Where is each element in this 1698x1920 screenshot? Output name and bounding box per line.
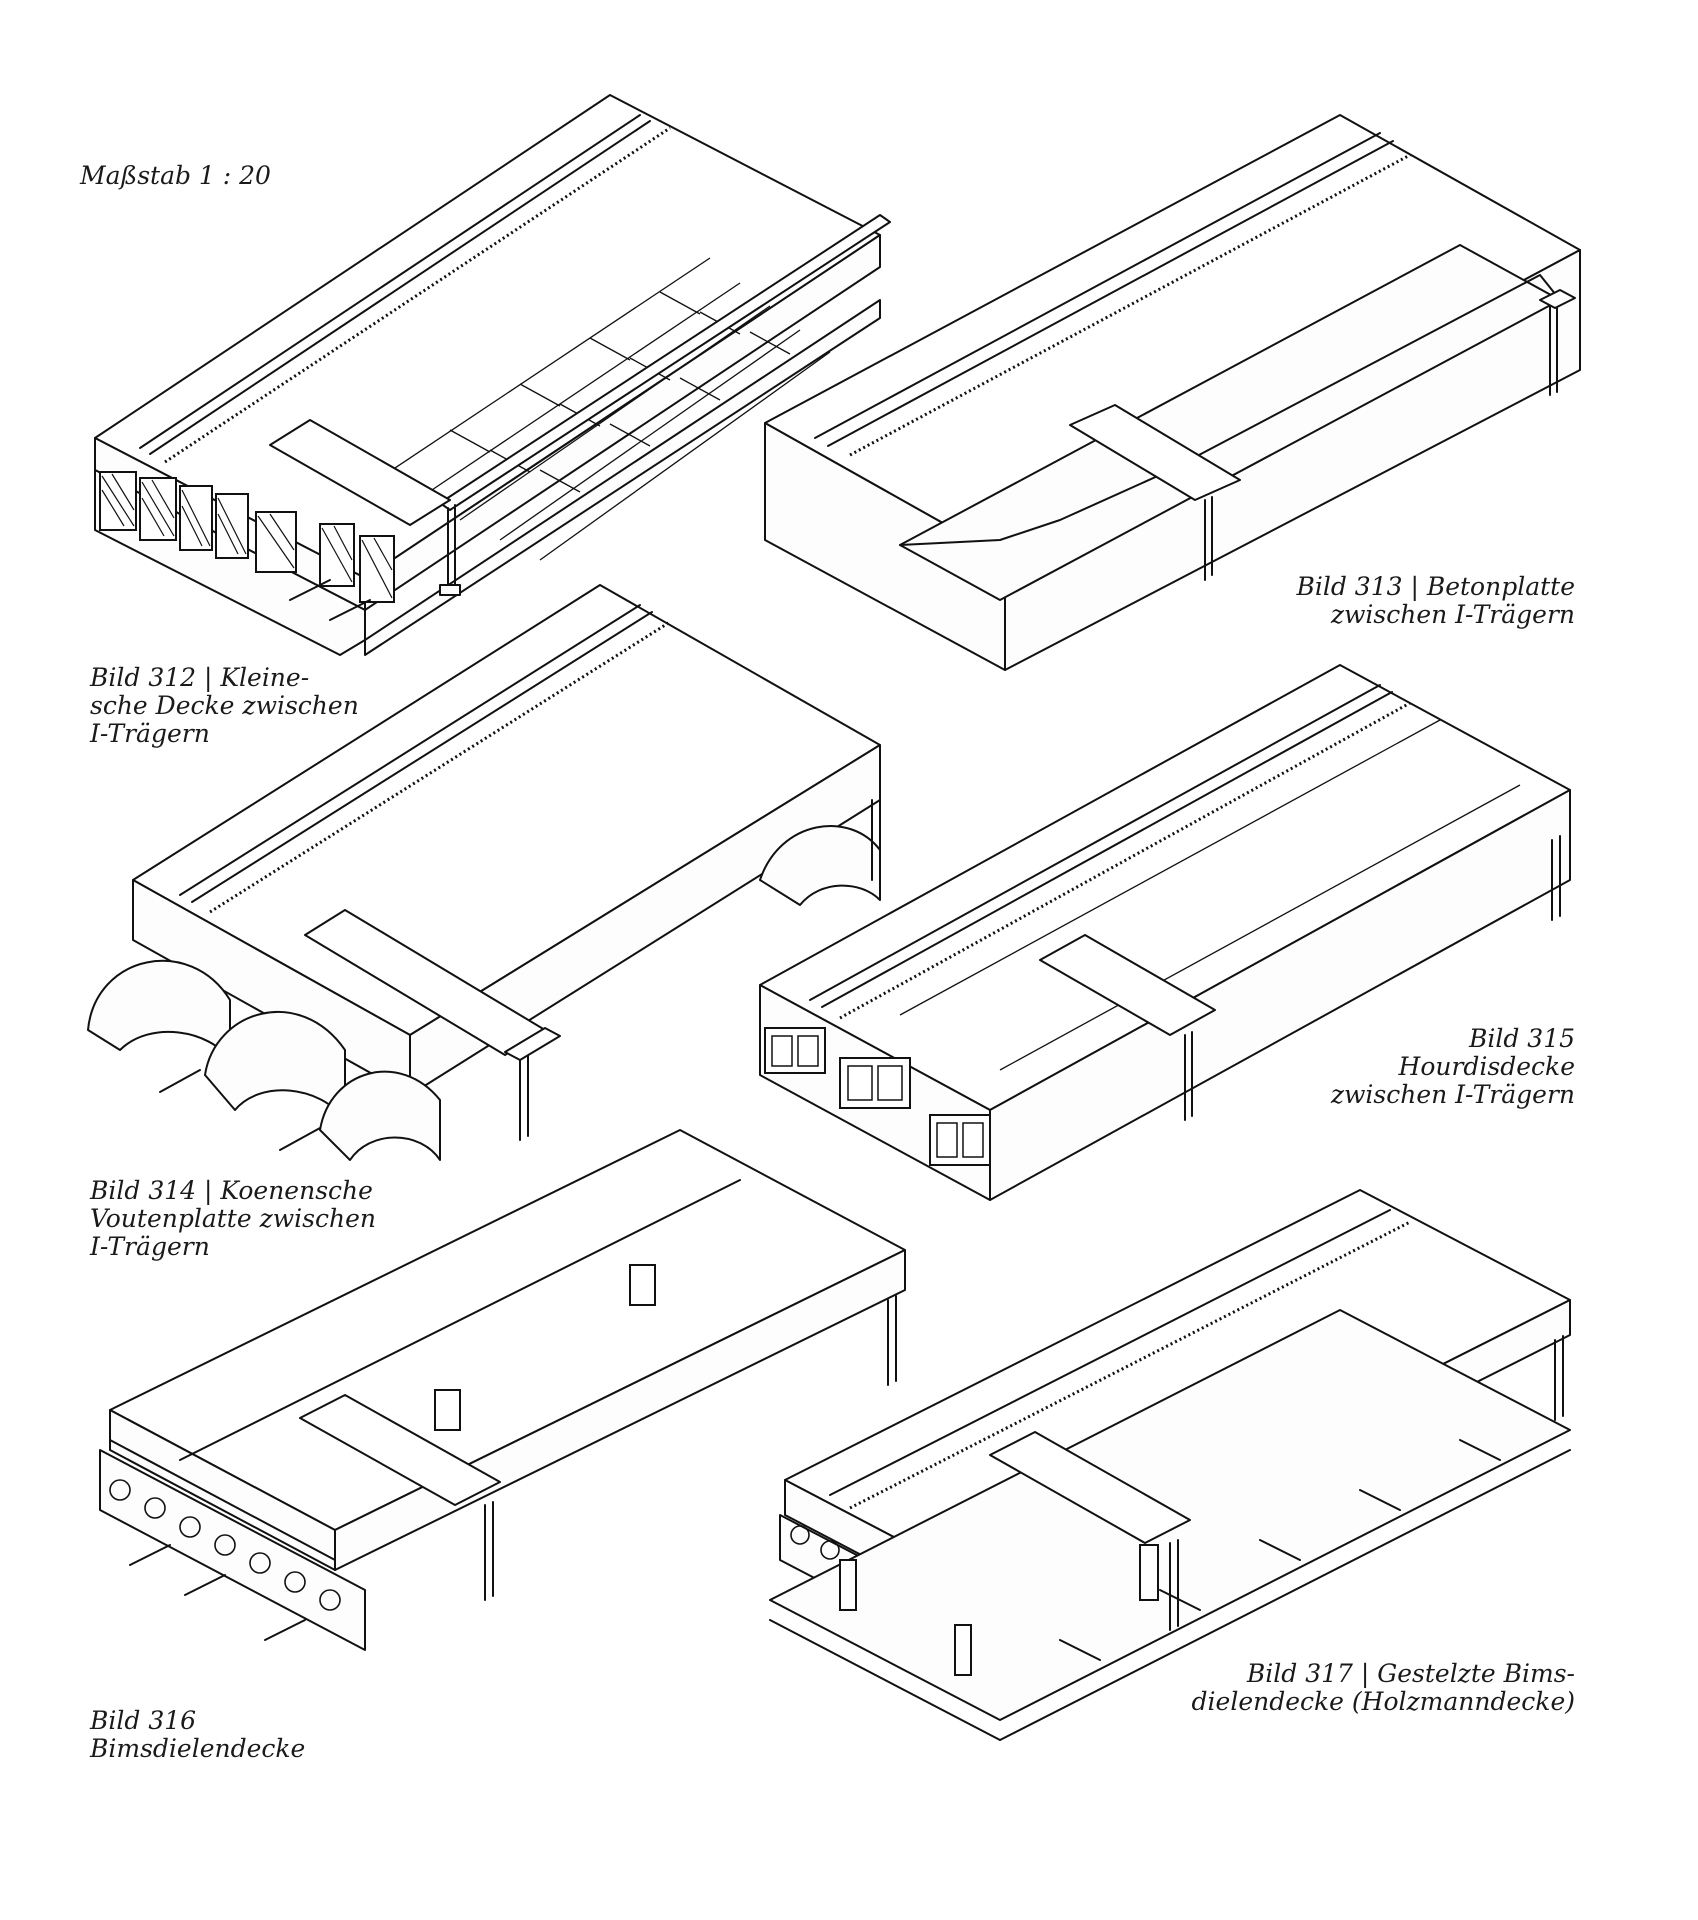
scale-label: Maßstab 1 : 20 bbox=[80, 161, 271, 190]
caption-line: I-Trägern bbox=[90, 719, 210, 748]
caption-bild-312: Bild 312 | Kleine- sche Decke zwischen I… bbox=[90, 664, 359, 748]
caption-bild-316: Bild 316 Bimsdielendecke bbox=[90, 1707, 305, 1763]
caption-line: zwischen I-Trägern bbox=[1330, 1080, 1575, 1109]
caption-line: Bild 317 | Gestelzte Bims- bbox=[1246, 1659, 1575, 1688]
caption-line: sche Decke zwischen bbox=[90, 691, 359, 720]
caption-line: Voutenplatte zwischen bbox=[90, 1204, 376, 1233]
caption-bild-315: Bild 315 Hourdisdecke zwischen I-Trägern bbox=[1331, 1025, 1575, 1109]
figure-315-drawing bbox=[759, 664, 1571, 1201]
caption-line: Bild 315 bbox=[1468, 1024, 1575, 1053]
caption-line: Bimsdielendecke bbox=[90, 1734, 306, 1763]
caption-bild-317: Bild 317 | Gestelzte Bims- dielendecke (… bbox=[1192, 1660, 1575, 1716]
caption-line: Bild 312 | Kleine- bbox=[90, 663, 310, 692]
caption-bild-314: Bild 314 | Koenensche Voutenplatte zwisc… bbox=[90, 1177, 376, 1261]
caption-line: Bild 316 bbox=[90, 1706, 197, 1735]
figure-317-drawing bbox=[769, 1189, 1571, 1741]
caption-bild-313: Bild 313 | Betonplatte zwischen I-Träger… bbox=[1296, 573, 1575, 629]
figure-314-drawing bbox=[87, 584, 881, 1161]
caption-line: Bild 314 | Koenensche bbox=[90, 1176, 373, 1205]
caption-line: I-Trägern bbox=[90, 1232, 210, 1261]
caption-line: zwischen I-Trägern bbox=[1330, 600, 1575, 629]
caption-line: Bild 313 | Betonplatte bbox=[1296, 572, 1575, 601]
figure-313-drawing bbox=[764, 114, 1581, 671]
caption-line: dielendecke (Holzmanndecke) bbox=[1191, 1687, 1575, 1716]
figure-316-drawing bbox=[99, 1129, 906, 1651]
figure-312-drawing bbox=[94, 94, 891, 656]
caption-line: Hourdisdecke bbox=[1398, 1052, 1575, 1081]
